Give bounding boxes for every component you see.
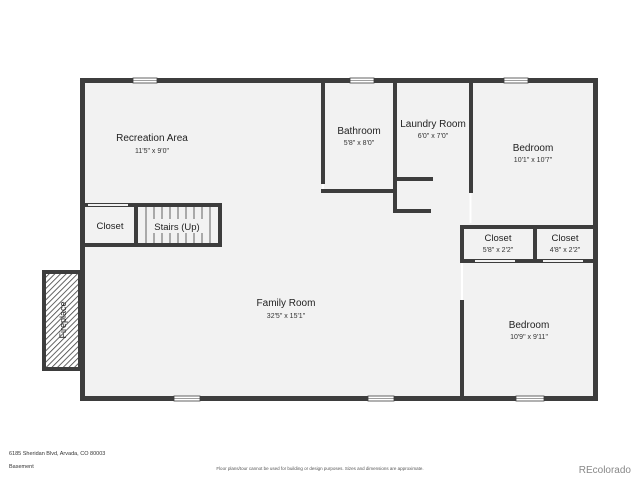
- window-icon: [132, 77, 545, 402]
- room-dims-closet-right: 4'8" x 2'2": [550, 247, 581, 254]
- room-dims-family: 32'5" x 15'1": [267, 313, 306, 320]
- room-name-closet-left: Closet: [97, 221, 124, 232]
- room-dims-bathroom: 5'8" x 8'0": [344, 140, 375, 147]
- room-name-bathroom: Bathroom: [337, 126, 380, 137]
- door-opening-icon: [88, 184, 583, 300]
- outer-walls: [80, 78, 598, 401]
- room-dims-recreation: 11'5" x 9'0": [135, 148, 169, 155]
- fireplace-label: Fireplace: [58, 301, 68, 338]
- room-name-closet-mid: Closet: [485, 233, 512, 244]
- room-name-laundry: Laundry Room: [400, 119, 466, 130]
- room-name-closet-right: Closet: [552, 233, 579, 244]
- floor-area: [82, 81, 596, 399]
- room-name-bedroom-lower: Bedroom: [509, 320, 550, 331]
- interior-walls: [82, 81, 596, 399]
- footer-disclaimer: Floor plans/tour cannot be used for buil…: [216, 466, 424, 471]
- room-name-recreation: Recreation Area: [116, 133, 188, 144]
- room-name-family: Family Room: [257, 298, 316, 309]
- room-name-bedroom-upper: Bedroom: [513, 143, 554, 154]
- room-dims-bedroom-lower: 10'9" x 9'11": [510, 334, 548, 341]
- room-dims-bedroom-upper: 10'1" x 10'7": [514, 157, 553, 164]
- fireplace: Fireplace: [42, 270, 82, 371]
- brand-logo: REcolorado: [578, 465, 631, 476]
- room-dims-closet-mid: 5'8" x 2'2": [483, 247, 514, 254]
- room-name-stairs: Stairs (Up): [154, 222, 199, 233]
- footer-address: 6185 Sheridan Blvd, Arvada, CO 80003: [9, 451, 106, 457]
- room-dims-laundry: 6'0" x 7'0": [418, 133, 449, 140]
- footer-level: Basement: [9, 464, 34, 470]
